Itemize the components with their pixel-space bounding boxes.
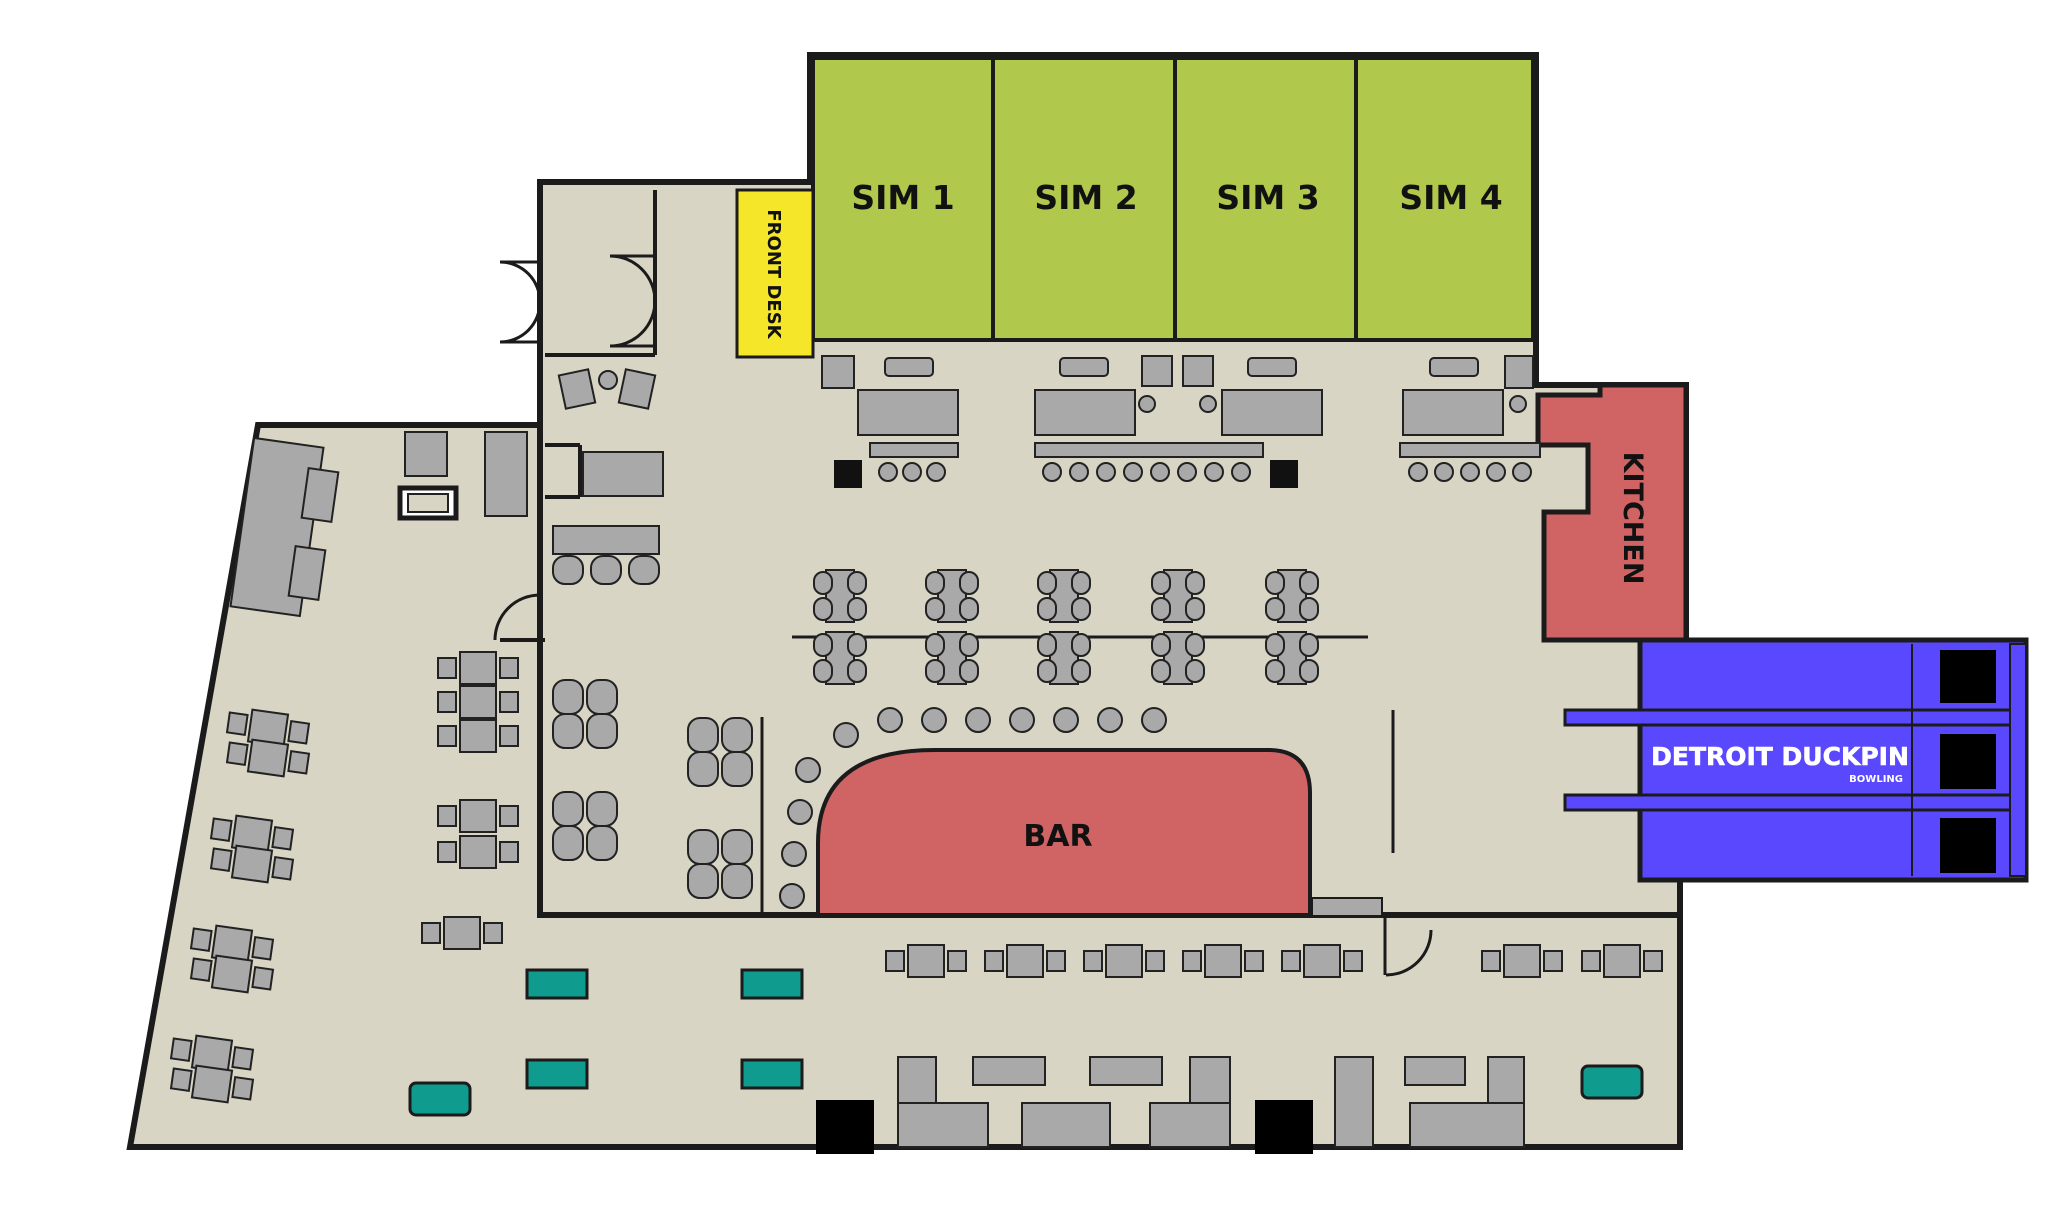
table-icon[interactable] [813, 631, 867, 685]
table-icon[interactable] [437, 651, 519, 685]
west-lounge-seating [229, 431, 528, 618]
sim-1-label: SIM 1 [851, 178, 954, 217]
stool-icon[interactable] [1141, 707, 1167, 733]
pin-deck-3 [1940, 818, 1996, 873]
entry-lounge [552, 368, 664, 585]
pool-table-icon[interactable] [525, 968, 589, 1000]
dining-tables [169, 569, 1663, 1106]
table-icon[interactable] [169, 1033, 255, 1076]
table-icon[interactable] [1151, 631, 1205, 685]
table-icon[interactable] [209, 813, 295, 856]
table-icon[interactable] [1581, 944, 1663, 978]
sim-3-label: SIM 3 [1216, 178, 1319, 217]
door-icon[interactable] [493, 254, 1433, 977]
pin-deck-2 [1940, 734, 1996, 789]
table-icon[interactable] [1481, 944, 1563, 978]
bar-service-station [1311, 897, 1383, 917]
table-icon[interactable] [1083, 944, 1165, 978]
table-icon[interactable] [169, 1063, 255, 1106]
stool-icon[interactable] [787, 799, 813, 825]
stool-icon[interactable] [1053, 707, 1079, 733]
bar-label: BAR [1023, 819, 1092, 854]
sim-bay-3[interactable] [1173, 56, 1358, 342]
pool-table-icon[interactable] [525, 1058, 589, 1090]
table-icon[interactable] [925, 569, 979, 623]
table-icon[interactable] [437, 719, 519, 753]
sim-lounge-furniture [821, 355, 1541, 488]
table-icon[interactable] [552, 679, 618, 749]
stool-icon[interactable] [795, 757, 821, 783]
stool-icon[interactable] [965, 707, 991, 733]
table-icon[interactable] [189, 953, 275, 996]
table-icon[interactable] [885, 944, 967, 978]
pool-table-icon[interactable] [740, 1058, 804, 1090]
stool-icon[interactable] [1009, 707, 1035, 733]
sim-2-label: SIM 2 [1034, 178, 1137, 217]
stool-icon[interactable] [779, 883, 805, 909]
pool-table-icon[interactable] [408, 1081, 472, 1117]
pin-deck-1 [1940, 650, 1996, 703]
sim-4-label: SIM 4 [1399, 178, 1502, 217]
bar-counter[interactable] [816, 748, 1312, 917]
table-icon[interactable] [1151, 569, 1205, 623]
stool-icon[interactable] [781, 841, 807, 867]
bowling-lanes[interactable]: DETROIT DUCKPIN BOWLING [1563, 637, 2029, 883]
lower-lounge-sofas [816, 1056, 1525, 1154]
table-icon[interactable] [687, 829, 753, 899]
pool-table-icon[interactable] [740, 968, 804, 1000]
table-icon[interactable] [209, 843, 295, 886]
table-icon[interactable] [437, 835, 519, 869]
kitchen-label: KITCHEN [1617, 452, 1648, 585]
table-icon[interactable] [813, 569, 867, 623]
table-icon[interactable] [1265, 569, 1319, 623]
stool-icon[interactable] [877, 707, 903, 733]
stool-icon[interactable] [833, 722, 859, 748]
sim-bay-1[interactable] [811, 56, 995, 342]
table-icon[interactable] [421, 916, 503, 950]
bowling-logo-main: DETROIT DUCKPIN [1651, 742, 1909, 771]
table-icon[interactable] [1037, 631, 1091, 685]
table-icon[interactable] [1037, 569, 1091, 623]
table-icon[interactable] [225, 707, 311, 750]
pool-table-icon[interactable] [1580, 1064, 1644, 1100]
bowling-logo-sub: BOWLING [1849, 774, 1903, 785]
kitchen[interactable] [1535, 382, 1689, 643]
front-desk-label: FRONT DESK [763, 209, 784, 339]
table-icon[interactable] [437, 685, 519, 719]
table-icon[interactable] [687, 717, 753, 787]
bar-stools [779, 707, 1167, 909]
table-icon[interactable] [225, 737, 311, 780]
stool-icon[interactable] [921, 707, 947, 733]
table-icon[interactable] [552, 791, 618, 861]
table-icon[interactable] [1182, 944, 1264, 978]
table-icon[interactable] [925, 631, 979, 685]
table-icon[interactable] [1265, 631, 1319, 685]
table-icon[interactable] [437, 799, 519, 833]
table-icon[interactable] [984, 944, 1066, 978]
table-icon[interactable] [1281, 944, 1363, 978]
front-desk[interactable] [735, 188, 815, 359]
stool-icon[interactable] [1097, 707, 1123, 733]
sim-bay-4[interactable] [1354, 56, 1535, 342]
table-icon[interactable] [189, 923, 275, 966]
pool-tables [408, 968, 1644, 1117]
simulator-bays: SIM 1 SIM 2 SIM 3 SIM 4 [811, 56, 1535, 342]
